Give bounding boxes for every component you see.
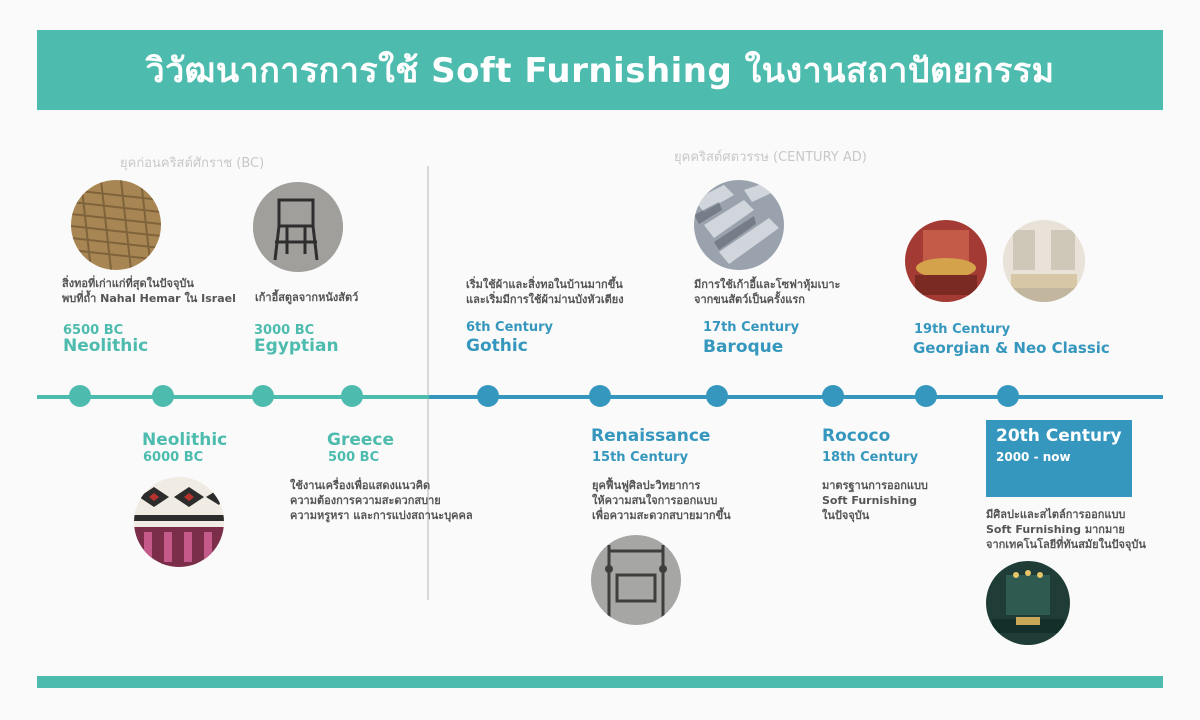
event-name: Egyptian bbox=[254, 336, 339, 356]
era-label-ad: ยุคคริสต์ศตวรรษ (CENTURY AD) bbox=[674, 150, 867, 165]
event-date: 18th Century bbox=[822, 450, 919, 465]
event-description: เก้าอี้สตูลจากหนังสัตว์ bbox=[255, 291, 359, 304]
timeline-dot bbox=[915, 385, 937, 407]
event-description: ใช้งานเครื่องเพื่อแสดงแนวคิดความต้องการค… bbox=[290, 479, 473, 522]
event-date: 19th Century bbox=[914, 322, 1011, 337]
timeline-dot bbox=[152, 385, 174, 407]
timeline-dot bbox=[706, 385, 728, 407]
event-name: Neolithic bbox=[142, 430, 228, 450]
textile-photo bbox=[71, 180, 161, 270]
georgian-interior-photo bbox=[905, 220, 987, 302]
timeline-line-ad bbox=[429, 395, 1163, 399]
timeline-dot bbox=[252, 385, 274, 407]
timeline-line-bc bbox=[37, 395, 429, 399]
timeline-dot bbox=[477, 385, 499, 407]
event-description: เริ่มใช้ผ้าและสิ่งทอในบ้านมากขึ้นและเริ่… bbox=[466, 278, 624, 306]
egyptian-stool-photo bbox=[253, 182, 343, 272]
timeline-dot bbox=[69, 385, 91, 407]
timeline-dot bbox=[997, 385, 1019, 407]
era-divider bbox=[427, 166, 429, 600]
event-date: 6th Century bbox=[466, 320, 554, 335]
current-era-box: 20th Century 2000 - now bbox=[986, 420, 1132, 497]
timeline-dot bbox=[822, 385, 844, 407]
neoclassic-interior-photo bbox=[1003, 220, 1085, 302]
event-name: Renaissance bbox=[591, 426, 711, 446]
title-banner: วิวัฒนาการการใช้ Soft Furnishing ในงานสถ… bbox=[37, 30, 1163, 110]
event-name: 20th Century bbox=[996, 426, 1122, 446]
era-label-bc: ยุคก่อนคริสต์ศักราช (BC) bbox=[120, 156, 265, 171]
event-date: 500 BC bbox=[328, 450, 380, 465]
event-name: Greece bbox=[327, 430, 395, 450]
event-description: ยุคฟื้นฟูศิลปะวิทยาการให้ความสนใจการออกแ… bbox=[592, 479, 731, 522]
event-date: 3000 BC bbox=[254, 323, 315, 338]
event-name: Baroque bbox=[703, 337, 784, 357]
page-title: วิวัฒนาการการใช้ Soft Furnishing ในงานสถ… bbox=[145, 51, 1055, 91]
timeline-dot bbox=[589, 385, 611, 407]
baroque-fabric-photo bbox=[694, 180, 784, 270]
footer-bar bbox=[37, 676, 1163, 688]
event-date: 6500 BC bbox=[63, 323, 124, 338]
event-name: Gothic bbox=[466, 336, 528, 356]
event-date: 2000 - now bbox=[996, 450, 1071, 464]
event-name: Georgian & Neo Classic bbox=[913, 339, 1110, 357]
event-date: 6000 BC bbox=[143, 450, 204, 465]
event-date: 17th Century bbox=[703, 320, 800, 335]
modern-interior-photo bbox=[986, 561, 1070, 645]
timeline-dot bbox=[341, 385, 363, 407]
event-name: Rococo bbox=[822, 426, 891, 446]
kilim-rug-photo bbox=[134, 477, 224, 567]
event-description: มีการใช้เก้าอี้และโซฟาหุ้มเบาะจากขนสัตว์… bbox=[694, 278, 841, 306]
renaissance-bed-photo bbox=[591, 535, 681, 625]
event-description: สิ่งทอที่เก่าแก่ที่สุดในปัจจุบันพบที่ถ้ำ… bbox=[62, 277, 236, 305]
event-date: 15th Century bbox=[592, 450, 689, 465]
event-name: Neolithic bbox=[63, 336, 149, 356]
